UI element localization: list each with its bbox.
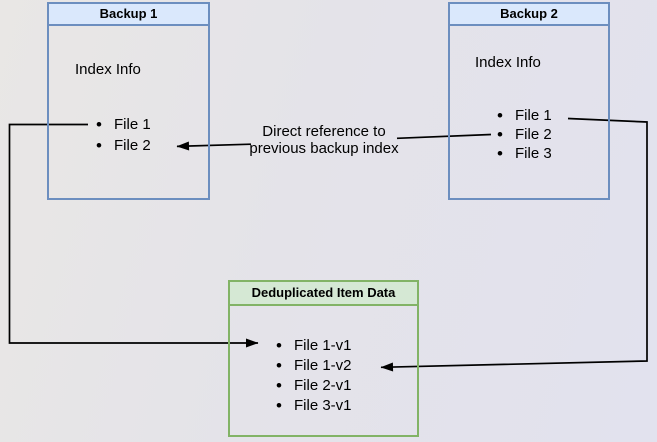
annotation-line-1: Direct reference to bbox=[262, 123, 386, 140]
annotation-label: Direct reference to previous backup inde… bbox=[235, 123, 413, 157]
dedup-file-list: File 1-v1 File 1-v2 File 2-v1 File 3-v1 bbox=[276, 336, 352, 416]
backup2-title: Backup 2 bbox=[500, 6, 558, 21]
list-item: File 3 bbox=[497, 144, 552, 163]
list-item: File 3-v1 bbox=[276, 396, 352, 416]
backup1-box: Backup 1 Index Info File 1 File 2 bbox=[47, 2, 210, 200]
backup1-title: Backup 1 bbox=[99, 6, 158, 21]
backup2-box: Backup 2 Index Info File 1 File 2 File 3 bbox=[448, 2, 610, 200]
list-item: File 1-v1 bbox=[276, 336, 352, 356]
deduplicated-item-data-box: Deduplicated Item Data File 1-v1 File 1-… bbox=[228, 280, 419, 437]
list-item: File 2-v1 bbox=[276, 376, 352, 396]
backup1-header: Backup 1 bbox=[49, 4, 208, 26]
backup2-header: Backup 2 bbox=[450, 4, 608, 26]
dedup-title: Deduplicated Item Data bbox=[251, 285, 396, 300]
annotation-line-2: previous backup index bbox=[249, 140, 399, 157]
backup2-file-list: File 1 File 2 File 3 bbox=[497, 106, 552, 163]
list-item: File 2 bbox=[96, 135, 151, 156]
backup2-subtitle: Index Info bbox=[475, 54, 541, 71]
dedup-header: Deduplicated Item Data bbox=[230, 282, 417, 306]
backup1-subtitle: Index Info bbox=[75, 61, 141, 78]
list-item: File 2 bbox=[497, 125, 552, 144]
list-item: File 1 bbox=[497, 106, 552, 125]
list-item: File 1 bbox=[96, 114, 151, 135]
list-item: File 1-v2 bbox=[276, 356, 352, 376]
backup1-file-list: File 1 File 2 bbox=[96, 114, 151, 156]
